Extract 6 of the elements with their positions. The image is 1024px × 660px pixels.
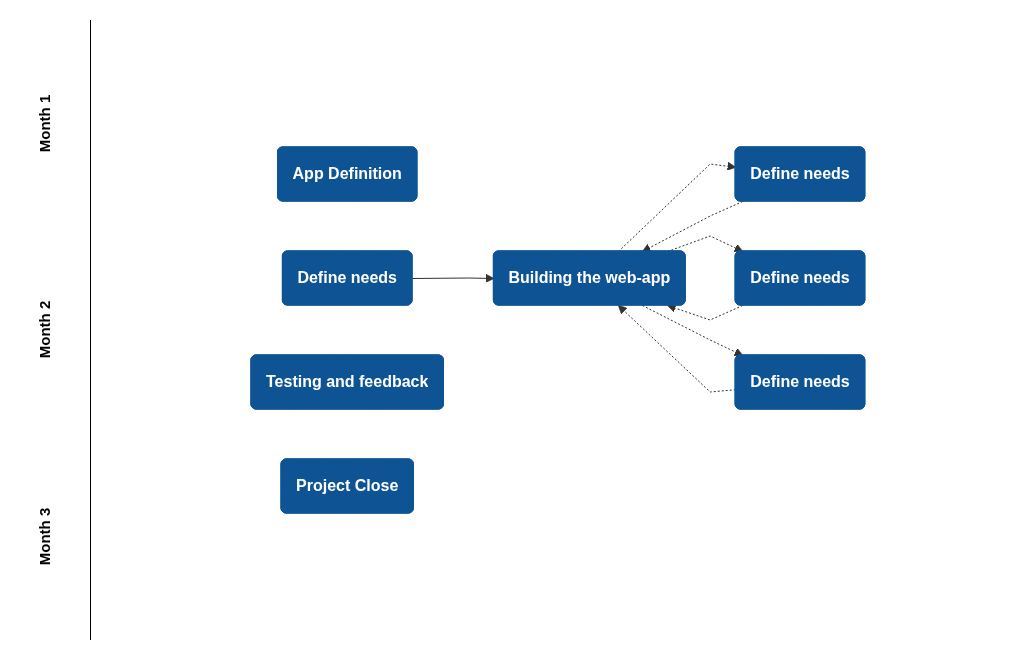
month-label: Month 3 <box>36 507 54 566</box>
arrow <box>411 273 494 283</box>
arrow <box>641 201 743 252</box>
arrow <box>666 303 743 321</box>
month-label: Month 1 <box>36 94 54 153</box>
month-label: Month 2 <box>36 301 54 359</box>
